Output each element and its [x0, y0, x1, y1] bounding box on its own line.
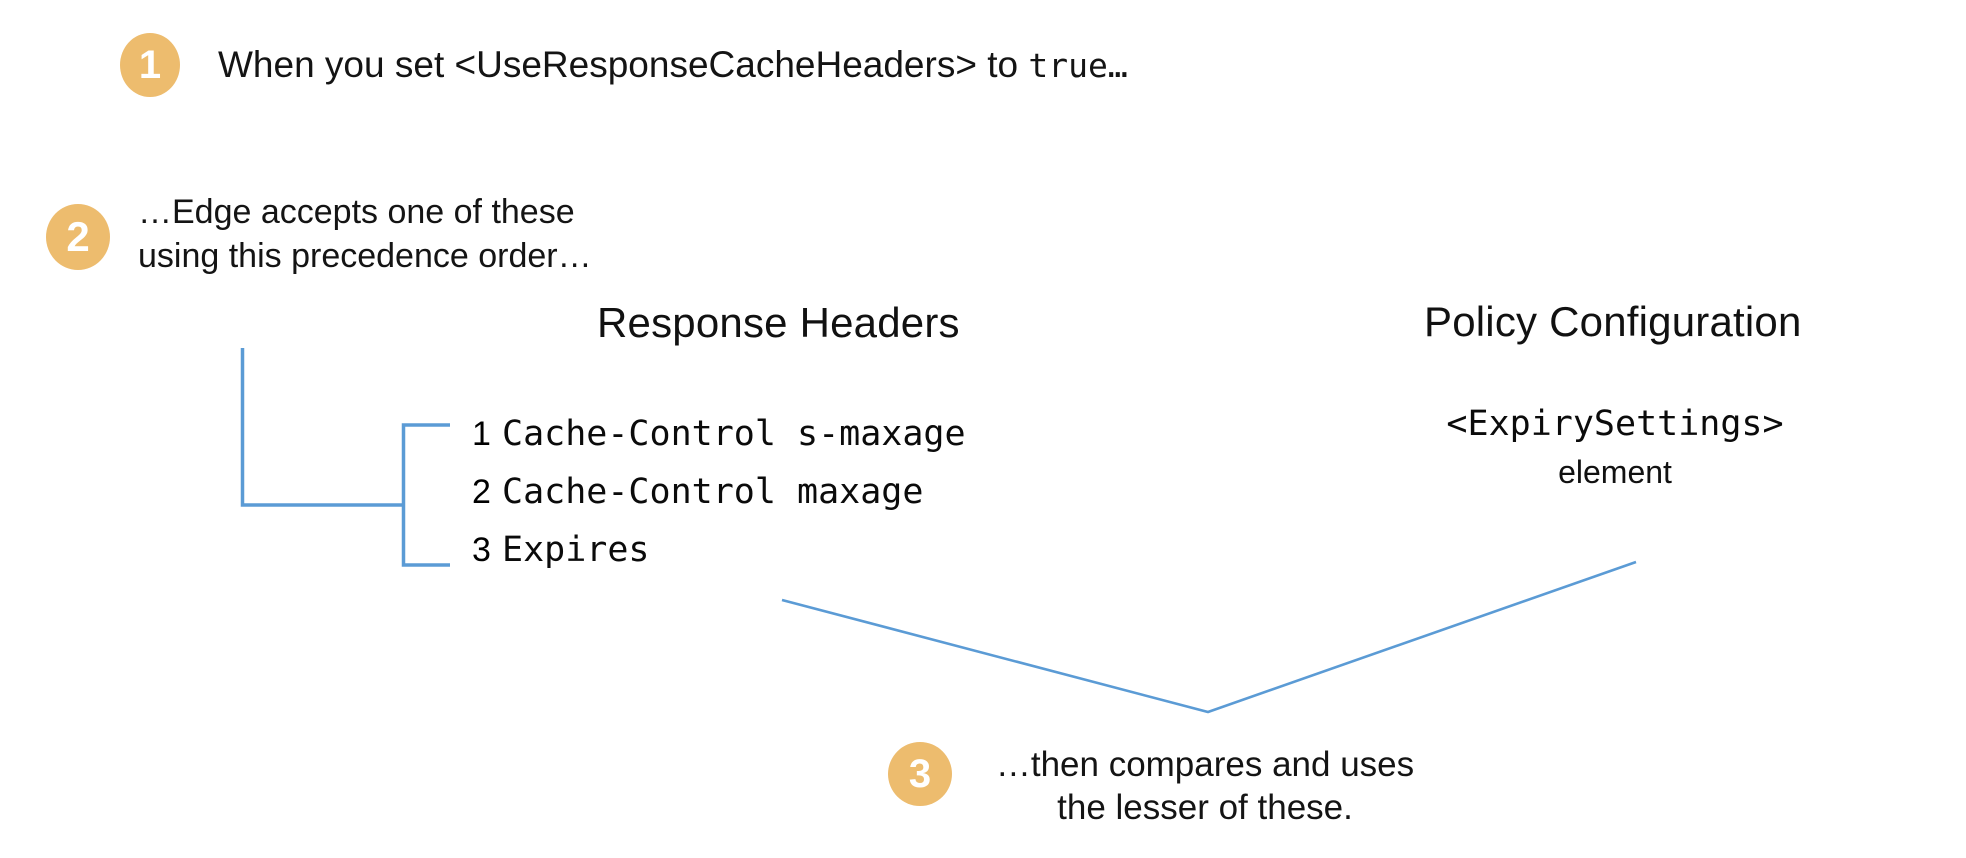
step-1-text-value: true…	[1028, 46, 1128, 85]
step2-elbow-connector	[240, 348, 402, 507]
precedence-list: 1 Cache-Control s-maxage 2 Cache-Control…	[472, 414, 966, 588]
precedence-item-value: Cache-Control s-maxage	[502, 414, 966, 454]
precedence-item-rank: 1	[472, 415, 491, 453]
step-badge-3: 3	[888, 742, 952, 806]
precedence-item: 2 Cache-Control maxage	[472, 472, 966, 530]
policy-element-word: element	[1558, 454, 1672, 490]
step-badge-2: 2	[46, 204, 110, 270]
step-1-text: When you set <UseResponseCacheHeaders> t…	[218, 43, 1128, 87]
policy-configuration-heading: Policy Configuration	[1424, 298, 1802, 345]
precedence-item-rank: 3	[472, 531, 491, 569]
step-2-text: …Edge accepts one of these using this pr…	[138, 193, 592, 275]
precedence-item: 3 Expires	[472, 530, 966, 588]
policy-configuration-block: <ExpirySettings> element	[1424, 404, 1806, 491]
step-badge-1: 1	[120, 33, 180, 97]
step-1-text-prefix: When you set <UseResponseCacheHeaders> t…	[218, 44, 1029, 85]
response-headers-heading: Response Headers	[597, 299, 960, 346]
precedence-item-value: Expires	[502, 530, 650, 570]
precedence-item-rank: 2	[472, 473, 491, 511]
policy-element-name: <ExpirySettings>	[1446, 404, 1784, 444]
precedence-item-value: Cache-Control maxage	[502, 472, 924, 512]
precedence-bracket	[401, 423, 450, 567]
precedence-item: 1 Cache-Control s-maxage	[472, 414, 966, 472]
step-3-text: …then compares and uses the lesser of th…	[995, 745, 1415, 827]
